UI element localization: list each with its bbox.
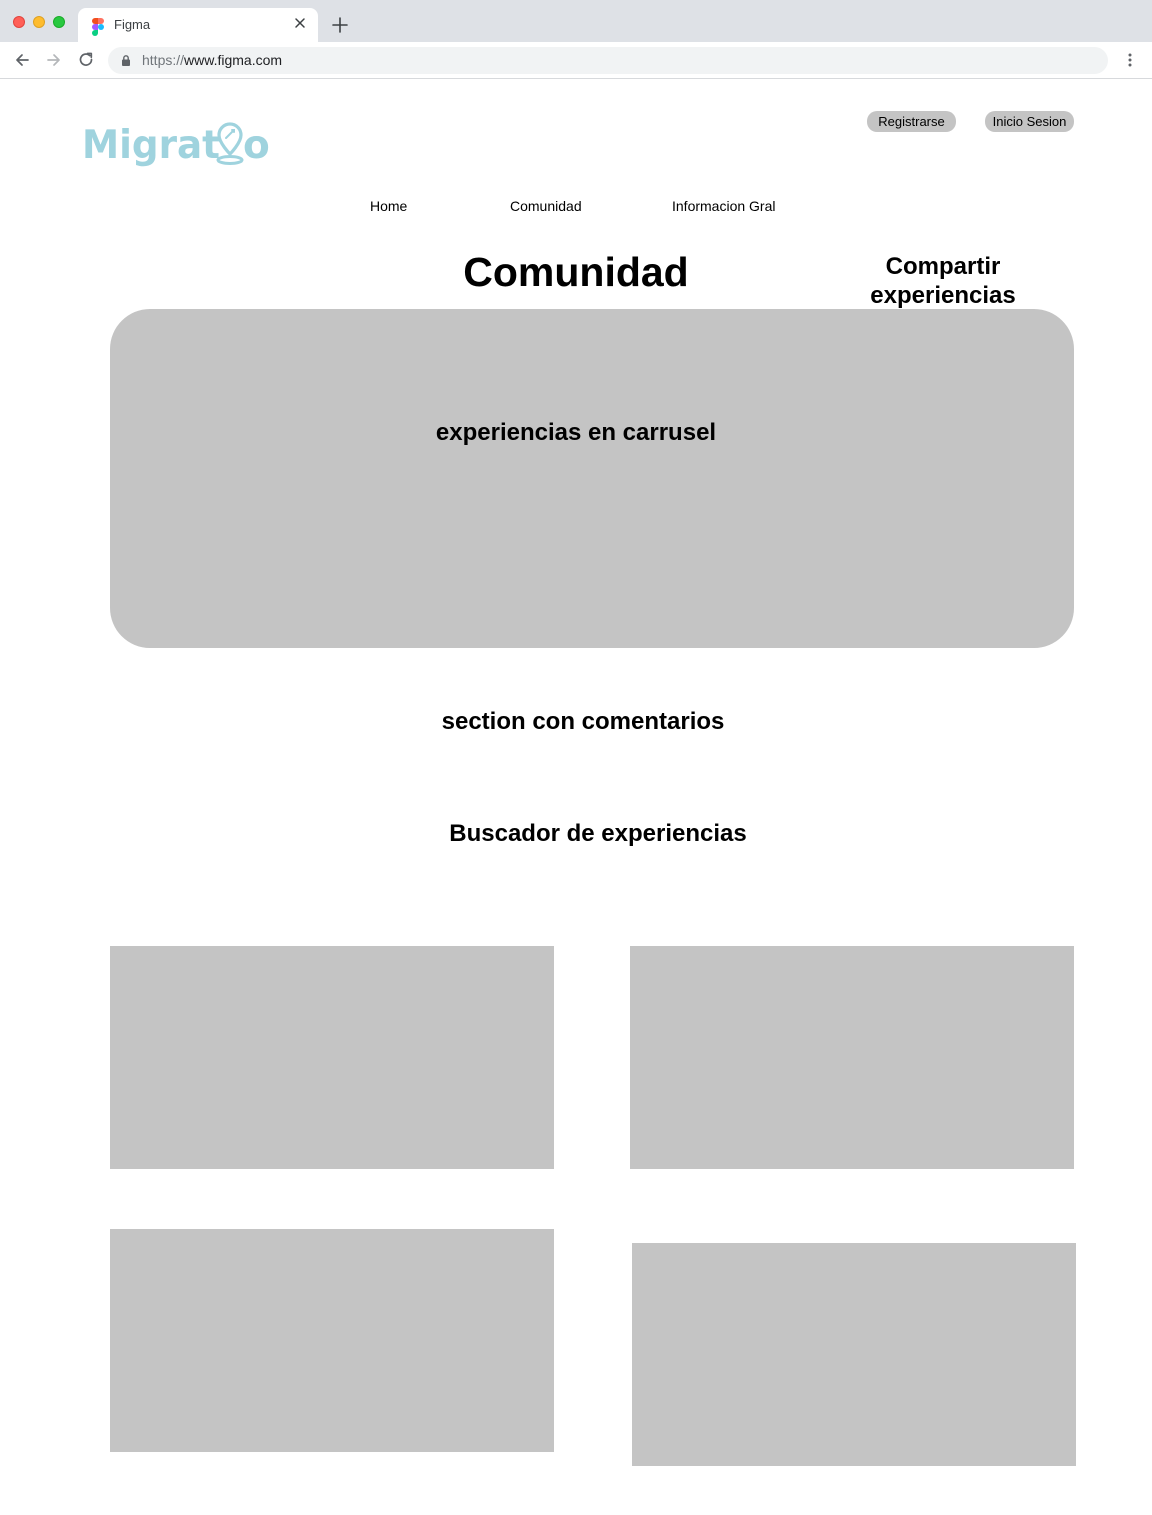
experience-card[interactable]: [110, 946, 554, 1169]
comments-section-heading: section con comentarios: [441, 708, 725, 735]
nav-home-link[interactable]: Home: [370, 198, 408, 214]
plus-icon[interactable]: [330, 15, 350, 35]
svg-text:Migrat: Migrat: [82, 123, 220, 168]
figma-favicon-icon: [92, 18, 104, 36]
lock-icon: [122, 55, 130, 66]
nav-comunidad-link[interactable]: Comunidad: [510, 198, 582, 214]
browser-tab-strip: Figma: [0, 0, 1152, 42]
experience-carousel[interactable]: experiencias en carrusel: [110, 309, 1074, 648]
more-vert-icon[interactable]: [1122, 52, 1138, 68]
nav-informacion-link[interactable]: Informacion Gral: [672, 198, 776, 214]
migratio-logo[interactable]: Migrat o: [82, 120, 272, 172]
tab-title: Figma: [114, 17, 151, 32]
experience-card[interactable]: [630, 946, 1074, 1169]
window-close-button[interactable]: [13, 16, 25, 28]
browser-tab[interactable]: Figma: [78, 8, 318, 42]
url-scheme: https://: [142, 52, 185, 68]
register-button[interactable]: Registrarse: [867, 111, 956, 132]
window-maximize-button[interactable]: [53, 16, 65, 28]
address-bar[interactable]: https://www.figma.com: [108, 47, 1108, 74]
carousel-label: experiencias en carrusel: [435, 419, 717, 446]
svg-text:o: o: [243, 123, 270, 168]
experience-card[interactable]: [110, 1229, 554, 1452]
back-arrow-icon[interactable]: [12, 50, 32, 70]
page-title: Comunidad: [463, 249, 689, 295]
share-line-1: Compartir: [885, 253, 1001, 280]
url-text: https://www.figma.com: [142, 52, 282, 68]
reload-icon[interactable]: [76, 50, 96, 70]
share-line-2: experiencias: [870, 282, 1016, 309]
browser-toolbar: https://www.figma.com: [0, 42, 1152, 79]
forward-arrow-icon[interactable]: [44, 50, 64, 70]
close-icon[interactable]: [292, 15, 308, 31]
search-section-heading: Buscador de experiencias: [449, 820, 747, 847]
url-host: www.figma.com: [184, 52, 283, 68]
login-button[interactable]: Inicio Sesion: [985, 111, 1074, 132]
window-minimize-button[interactable]: [33, 16, 45, 28]
share-experiences-link[interactable]: Compartir experiencias: [850, 252, 1036, 310]
experience-card[interactable]: [632, 1243, 1076, 1466]
